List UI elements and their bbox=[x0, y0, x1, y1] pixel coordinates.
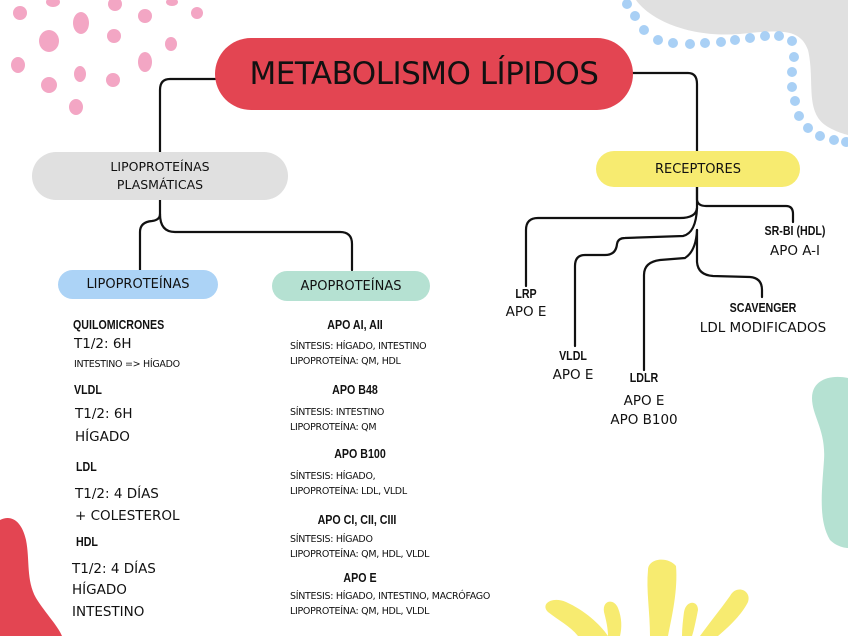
apoproteina-name: APO AI, AII bbox=[327, 317, 383, 332]
receptor-lrp: LRP APO E bbox=[496, 286, 556, 320]
connector-to-ldlr bbox=[642, 228, 699, 372]
apoproteina-sintesis: SÍNTESIS: HÍGADO, INTESTINO, MACRÓFAGO bbox=[290, 591, 491, 602]
page-title: METABOLISMO LÍPIDOS bbox=[249, 56, 599, 92]
receptor-ligand: LDL MODIFICADOS bbox=[699, 320, 827, 336]
connector-title-to-lipoproteinas-plasmaticas bbox=[158, 77, 217, 154]
apoproteina-lipoproteina: LIPOPROTEÍNA: LDL, VLDL bbox=[290, 486, 407, 497]
connector-to-lipoproteinas bbox=[138, 198, 162, 272]
lipoproteina-detail: T1/2: 6H bbox=[74, 336, 132, 352]
lipoproteina-detail: T1/2: 4 DÍAS bbox=[75, 486, 159, 502]
connector-to-vldl bbox=[573, 206, 699, 348]
lipoproteina-detail: T1/2: 6H bbox=[75, 406, 133, 422]
receptor-name: SCAVENGER bbox=[729, 300, 797, 315]
receptor-name: LDLR bbox=[629, 370, 659, 385]
connector-to-apoproteinas bbox=[158, 212, 354, 272]
apoproteina-heading-wrap: APO B100 bbox=[295, 446, 425, 461]
lipoproteina-name-quilomicrones: QUILOMICRONES bbox=[73, 317, 165, 332]
apoproteina-name: APO B100 bbox=[334, 446, 386, 461]
apoproteina-lipoproteina: LIPOPROTEÍNA: QM bbox=[290, 422, 377, 433]
receptor-ligand: APO E bbox=[505, 304, 547, 320]
lipoproteinas-plasmaticas-label-line2: PLASMÁTICAS bbox=[116, 177, 204, 192]
lipoproteinas-node: LIPOPROTEÍNAS bbox=[58, 270, 218, 299]
connector-to-scavenger bbox=[695, 228, 764, 299]
blue-dots-decoration bbox=[622, 0, 848, 147]
apoproteina-sintesis: SÍNTESIS: INTESTINO bbox=[290, 407, 385, 418]
gray-blob-decoration bbox=[636, 0, 848, 135]
apoproteina-lipoproteina: LIPOPROTEÍNA: QM, HDL, VLDL bbox=[290, 549, 430, 560]
receptor-name: SR-BI (HDL) bbox=[764, 223, 826, 238]
receptor-ldlr: LDLR APO E APO B100 bbox=[604, 370, 684, 428]
apoproteina-heading-wrap: APO E bbox=[295, 570, 425, 585]
lipoproteina-detail: HÍGADO bbox=[72, 582, 127, 598]
lipoproteina-detail: + COLESTEROL bbox=[75, 508, 180, 524]
green-blob-decoration bbox=[812, 376, 848, 548]
receptor-sr-bi: SR-BI (HDL) APO A-I bbox=[745, 223, 845, 259]
lipoproteinas-plasmaticas-node: LIPOPROTEÍNAS PLASMÁTICAS bbox=[32, 152, 288, 200]
apoproteina-name: APO B48 bbox=[332, 382, 378, 397]
apoproteinas-node: APOPROTEÍNAS bbox=[272, 271, 430, 301]
apoproteina-heading-wrap: APO AI, AII bbox=[290, 317, 420, 332]
apoproteina-name: APO CI, CII, CIII bbox=[317, 512, 397, 527]
connector-to-sr-bi bbox=[695, 185, 795, 224]
title-node: METABOLISMO LÍPIDOS bbox=[215, 38, 633, 110]
lipoproteina-detail-small: INTESTINO => HÍGADO bbox=[74, 359, 180, 370]
receptor-vldl: VLDL APO E bbox=[543, 348, 603, 383]
lipoproteina-detail: INTESTINO bbox=[72, 604, 145, 620]
apoproteina-sintesis: SÍNTESIS: HÍGADO bbox=[290, 534, 373, 545]
receptor-ligand: APO B100 bbox=[610, 412, 678, 428]
lipoproteina-detail: T1/2: 4 DÍAS bbox=[72, 561, 156, 577]
apoproteina-name: APO E bbox=[343, 570, 377, 585]
lipoproteina-name-hdl: HDL bbox=[76, 534, 98, 549]
receptor-name: LRP bbox=[515, 286, 537, 301]
apoproteina-lipoproteina: LIPOPROTEÍNA: QM, HDL bbox=[290, 356, 401, 367]
receptor-ligand: APO E bbox=[623, 393, 665, 409]
receptor-name: VLDL bbox=[559, 348, 587, 363]
receptores-node: RECEPTORES bbox=[596, 151, 800, 187]
apoproteina-lipoproteina: LIPOPROTEÍNA: QM, HDL, VLDL bbox=[290, 606, 430, 617]
receptores-label: RECEPTORES bbox=[654, 161, 742, 177]
receptor-ligand: APO A-I bbox=[769, 243, 821, 259]
apoproteina-heading-wrap: APO B48 bbox=[290, 382, 420, 397]
lipoproteina-name-vldl: VLDL bbox=[74, 382, 102, 397]
lipoproteinas-label: LIPOPROTEÍNAS bbox=[86, 277, 190, 292]
receptor-ligand: APO E bbox=[552, 367, 594, 383]
lipoproteina-name-ldl: LDL bbox=[76, 459, 97, 474]
lipoproteinas-plasmaticas-label-line1: LIPOPROTEÍNAS bbox=[110, 159, 210, 174]
apoproteinas-label: APOPROTEÍNAS bbox=[300, 278, 402, 294]
lipoproteina-detail: HÍGADO bbox=[75, 429, 130, 445]
yellow-splash-decoration bbox=[545, 559, 749, 636]
apoproteina-sintesis: SÍNTESIS: HÍGADO, INTESTINO bbox=[290, 341, 427, 352]
connector-title-to-receptores bbox=[631, 71, 699, 153]
receptor-scavenger: SCAVENGER LDL MODIFICADOS bbox=[698, 300, 828, 336]
apoproteina-heading-wrap: APO CI, CII, CIII bbox=[292, 512, 422, 527]
apoproteina-sintesis: SÍNTESIS: HÍGADO, bbox=[290, 471, 376, 482]
pink-dots-decoration bbox=[11, 0, 203, 115]
red-blob-decoration bbox=[0, 518, 62, 636]
